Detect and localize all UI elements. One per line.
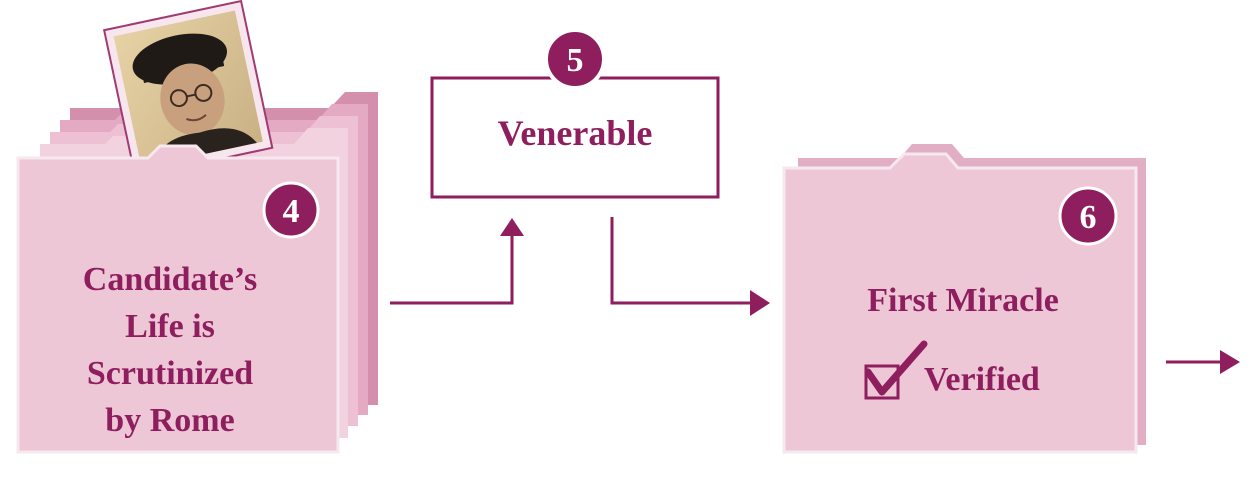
step-6-badge: 6	[1058, 186, 1118, 246]
step-6-number: 6	[1080, 199, 1097, 236]
step-5-number: 5	[567, 42, 584, 79]
step-4-badge: 4	[262, 181, 320, 239]
step-5-badge: 5	[544, 28, 606, 90]
arrowhead-right-icon	[1220, 350, 1240, 374]
step-6-title: First Miracle	[867, 282, 1059, 319]
step-6-folder: 6 First Miracle Verified	[782, 144, 1146, 454]
step-5-box: 5 Venerable	[430, 28, 720, 199]
connector-6-next	[1166, 350, 1240, 374]
connector-4-to-5	[390, 218, 524, 305]
step-6-status: Verified	[924, 361, 1040, 398]
connector-5-to-6	[610, 217, 770, 316]
step-5-title: Venerable	[498, 113, 653, 153]
step-4-folder-stack: 4 Candidate’s Life is Scrutinized by Rom…	[16, 0, 378, 454]
step-4-label-line-1: Candidate’s	[83, 261, 257, 298]
arrowhead-right-icon	[750, 290, 770, 316]
step-4-label-line-3: Scrutinized	[87, 355, 253, 392]
step-4-front-folder	[16, 144, 340, 454]
arrowhead-up-icon	[500, 218, 524, 236]
step-4-number: 4	[283, 193, 300, 230]
portrait-photo	[102, 0, 274, 179]
checkbox-check-icon	[864, 340, 928, 400]
step-4-label-line-4: by Rome	[105, 402, 234, 439]
step-4-label-line-2: Life is	[125, 308, 215, 345]
